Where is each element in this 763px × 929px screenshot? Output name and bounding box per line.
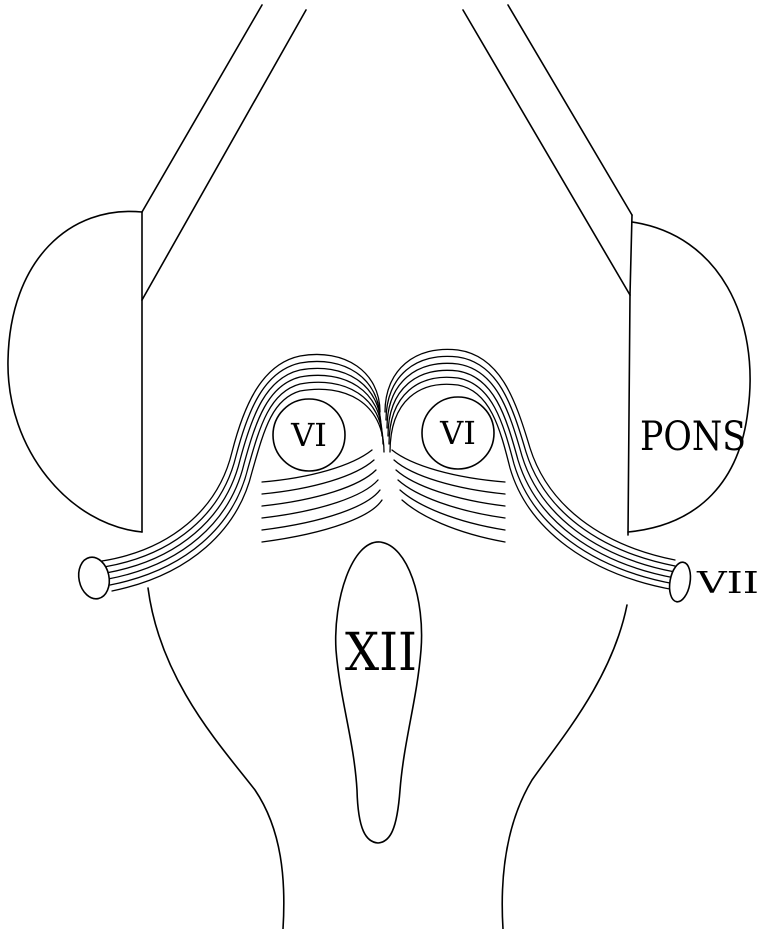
nucleus-xii-group: XII — [336, 542, 422, 843]
peduncle-right-inner — [463, 10, 630, 295]
fiber-right-4 — [388, 370, 675, 578]
nucleus-xii-label: XII — [345, 623, 417, 683]
peduncle-left-inner — [142, 10, 306, 300]
cerebral-peduncles — [142, 5, 632, 300]
nerve-vii-left-cut-end — [75, 554, 113, 601]
arc-right-3 — [396, 470, 505, 506]
pons-label: PONS — [640, 414, 746, 460]
fiber-right-2 — [386, 356, 675, 566]
fiber-left-3 — [106, 368, 381, 573]
body-right-wall — [628, 295, 630, 535]
pons-left-lobe — [8, 211, 142, 532]
fiber-right-3 — [387, 363, 675, 572]
facial-nerve-fibers — [102, 349, 675, 591]
nucleus-vi-group: VI VI — [273, 397, 494, 471]
nucleus-vi-left-label: VI — [290, 416, 327, 454]
arc-right-4 — [398, 480, 505, 518]
arc-left-4 — [262, 480, 378, 518]
peduncle-right-outer — [508, 5, 632, 215]
medulla-right-edge — [502, 605, 627, 929]
nerve-vii-ends — [75, 554, 693, 603]
nerve-vii-right-cut-end — [667, 561, 694, 604]
nucleus-vi-right-label: VI — [439, 414, 476, 452]
fiber-left-5 — [110, 382, 383, 585]
medulla-left-edge — [148, 588, 284, 929]
peduncle-right-edge — [630, 215, 632, 295]
arc-left-3 — [262, 470, 376, 506]
nerve-vii-label: VII — [696, 566, 759, 601]
pons-lobes — [8, 211, 750, 532]
central-body — [142, 295, 630, 929]
pons-right-lobe — [628, 222, 750, 532]
nucleus-xii-outline — [336, 542, 422, 843]
fiber-left-2 — [104, 361, 380, 567]
peduncle-left-outer — [142, 5, 262, 212]
arc-right-6 — [402, 500, 505, 542]
